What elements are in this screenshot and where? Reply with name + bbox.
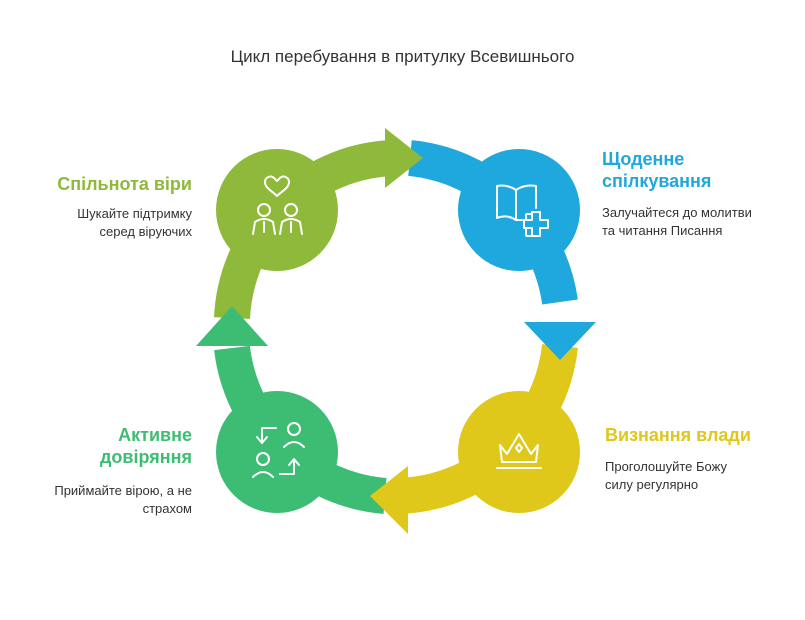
stage-trust-heading-1: Активне — [118, 425, 192, 445]
arrow-right — [524, 322, 596, 360]
arrow-bottom — [370, 466, 408, 534]
stage-communication-heading-2: спілкування — [602, 171, 712, 191]
circle-trust — [216, 391, 338, 513]
circle-communication — [458, 149, 580, 271]
stage-community-desc-2: серед віруючих — [99, 224, 192, 239]
diagram-title: Цикл перебування в притулку Всевишнього — [230, 47, 575, 66]
stage-communication-desc-1: Залучайтеся до молитви — [602, 205, 752, 220]
stage-trust-desc-2: страхом — [142, 501, 192, 516]
arrow-top — [385, 128, 423, 188]
stage-communication-heading-1: Щоденне — [602, 149, 685, 169]
stage-community: Спільнота віри Шукайте підтримку серед ві… — [0, 173, 192, 241]
exchange-people-icon — [252, 422, 305, 478]
stage-community-desc-1: Шукайте підтримку — [77, 206, 192, 221]
stage-authority-heading: Визнання влади — [605, 425, 751, 445]
stage-community-heading: Спільнота віри — [57, 174, 192, 194]
stage-authority-desc-1: Проголошуйте Божу — [605, 459, 727, 474]
circle-community — [216, 149, 338, 271]
crown-icon — [496, 433, 542, 469]
stage-authority-desc-2: силу регулярно — [605, 477, 699, 492]
stage-trust-heading-2: довіряння — [100, 447, 192, 467]
plus-icon — [523, 211, 549, 237]
stage-communication-desc-2: та читання Писання — [602, 223, 723, 238]
stage-authority: Визнання влади Проголошуйте Божу силу рег… — [605, 424, 795, 494]
arrow-left — [196, 306, 268, 346]
stage-trust-desc-1: Приймайте вірою, а не — [54, 483, 192, 498]
people-heart-icon — [252, 175, 303, 235]
